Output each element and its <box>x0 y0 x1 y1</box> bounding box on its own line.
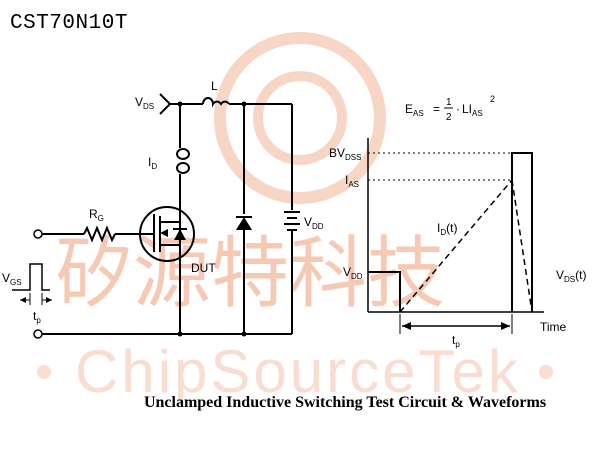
vdd-wave-label: VDD <box>343 265 363 281</box>
diode-triangle <box>236 217 252 230</box>
vds-t-label: VDS(t) <box>556 268 586 284</box>
id-probe-upper <box>176 148 190 160</box>
dut-label: DUT <box>191 261 216 275</box>
time-label: Time <box>540 320 567 334</box>
watermark-chinese: 矽源特科技 <box>55 229 445 319</box>
inductor-label: L <box>211 79 218 93</box>
tp-left-arrowhead <box>20 297 26 303</box>
node-top-mid <box>241 101 247 107</box>
node-top-left <box>177 101 183 107</box>
id-fall <box>511 179 533 313</box>
vds-label: VDS <box>135 95 154 111</box>
vds-before-pulse <box>368 271 401 312</box>
page-title: CST70N10T <box>10 12 128 35</box>
ias-label: IAS <box>345 173 359 189</box>
bvdss-label: BVDSS <box>329 146 361 162</box>
waveform <box>367 138 544 334</box>
node-bottom-mid <box>241 331 247 337</box>
watermark: 矽源特科技 ChipSourceTek <box>37 32 553 405</box>
vdd-label: VDD <box>304 215 324 231</box>
node-bottom-left <box>177 331 183 337</box>
resistor-rg <box>83 225 116 243</box>
formula-lhs: EAS <box>405 102 424 118</box>
tp-circuit-label: tp <box>33 309 41 325</box>
circuit-fills <box>20 101 252 339</box>
vds-terminal <box>159 93 172 115</box>
vgs-label: VGS <box>2 271 22 287</box>
watermark-ring <box>214 32 386 204</box>
tp-right-arrowhead <box>46 297 52 303</box>
mosfet-arrow <box>160 229 168 237</box>
figure-caption: Unclamped Inductive Switching Test Circu… <box>143 394 547 411</box>
inductor-l <box>202 97 230 108</box>
watermark-english: ChipSourceTek <box>75 338 521 405</box>
formula-den: 2 <box>446 112 452 123</box>
formula-li: LIAS <box>462 102 483 118</box>
ground-terminal <box>33 329 43 339</box>
formula-dot: · <box>456 102 460 116</box>
tp-wave-left-arrowhead <box>402 322 411 330</box>
id-probe-lower <box>176 162 190 174</box>
id-ramp <box>399 179 513 313</box>
id-label: ID <box>148 155 157 171</box>
tp-wave-label: tp <box>452 333 460 349</box>
formula-eq: = <box>433 102 440 116</box>
eas-formula: EAS = 1 2 · LIAS 2 <box>405 94 495 123</box>
tp-wave-right-arrowhead <box>501 322 510 330</box>
watermark-dot-right <box>539 365 553 379</box>
vgs-pulse <box>12 263 50 291</box>
id-t-label: ID(t) <box>437 221 457 237</box>
circuit <box>12 93 300 335</box>
watermark-dot-left <box>37 365 51 379</box>
watermark-inner-ring <box>253 71 347 165</box>
rg-label: RG <box>89 207 104 223</box>
gate-terminal <box>33 229 43 239</box>
vds-avalanche <box>511 152 533 312</box>
formula-exp: 2 <box>490 94 495 104</box>
body-diode-triangle <box>174 229 186 240</box>
formula-num: 1 <box>446 97 452 108</box>
